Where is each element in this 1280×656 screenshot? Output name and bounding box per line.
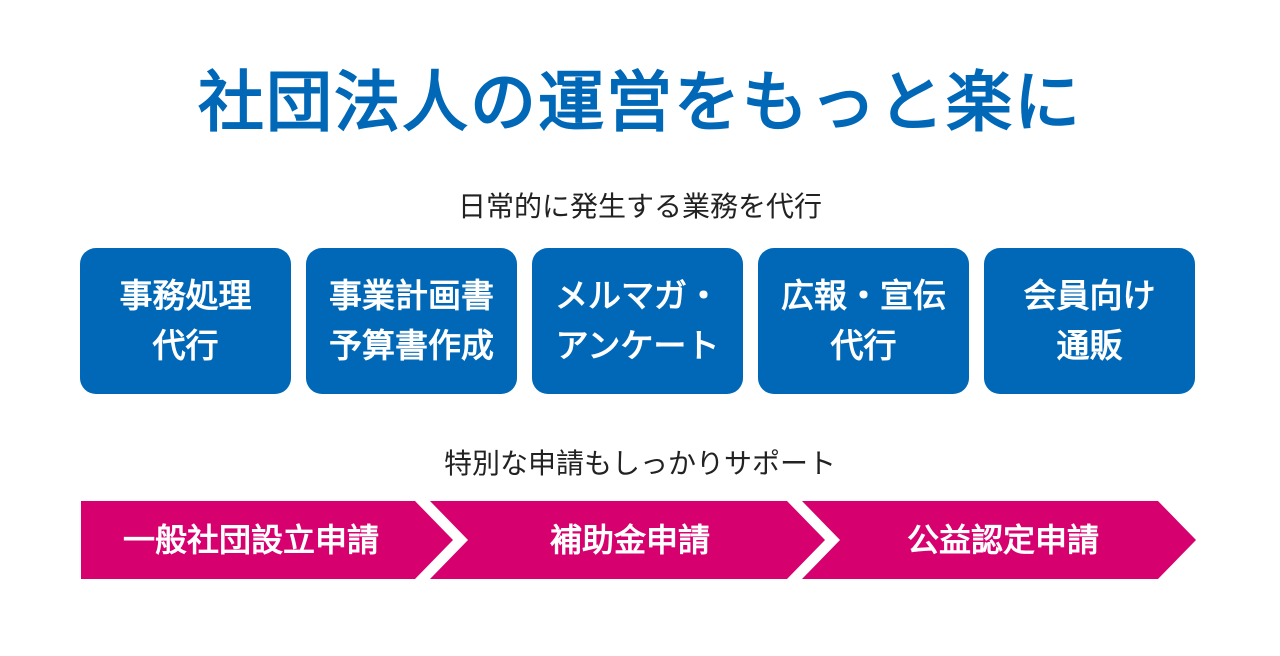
- card-line: 事業計画書: [329, 276, 494, 315]
- service-card: 事業計画書 予算書作成: [306, 248, 517, 394]
- step-label: 公益認定申請: [906, 521, 1099, 559]
- service-card: 広報・宣伝 代行: [758, 248, 969, 394]
- step-arrow-3: [802, 501, 1196, 579]
- section-heading-services: 日常的に発生する業務を代行: [457, 190, 822, 223]
- service-card: 事務処理 代行: [80, 248, 291, 394]
- service-card: 会員向け 通販: [984, 248, 1195, 394]
- service-card: メルマガ・ アンケート: [532, 248, 743, 394]
- card-line: 代行: [152, 326, 219, 365]
- card-line: 事務処理: [119, 276, 252, 315]
- card-line: 通販: [1056, 326, 1123, 365]
- card-line: 広報・宣伝: [781, 276, 946, 315]
- step-label: 一般社団設立申請: [122, 521, 379, 559]
- card-line: 予算書作成: [329, 326, 494, 365]
- card-line: メルマガ・: [555, 276, 720, 315]
- step-arrow-2: [430, 501, 825, 579]
- card-line: 会員向け: [1023, 276, 1156, 315]
- page-title: 社団法人の運営をもっと楽に: [198, 64, 1082, 141]
- section-heading-applications: 特別な申請もしっかりサポート: [443, 447, 836, 480]
- card-line: アンケート: [555, 326, 720, 365]
- step-label: 補助金申請: [549, 521, 710, 559]
- card-line: 代行: [830, 326, 897, 365]
- step-arrow-1: [81, 501, 453, 579]
